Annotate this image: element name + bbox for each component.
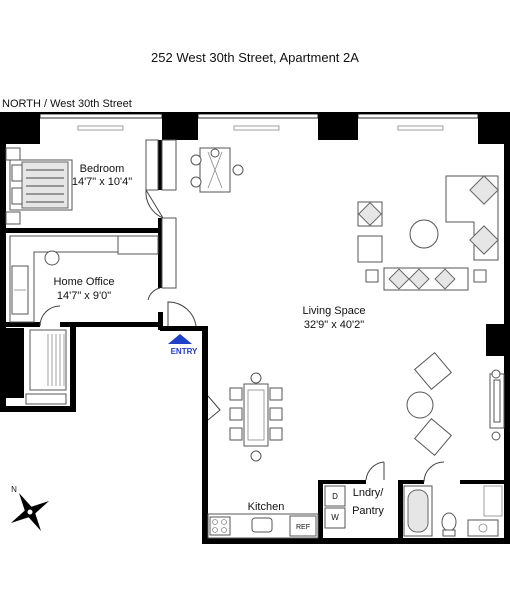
entry-door [147, 287, 197, 344]
dining-table [207, 372, 283, 462]
washer-label: W [331, 513, 339, 522]
windows [39, 113, 479, 131]
office-furniture [9, 235, 159, 405]
compass-icon [10, 492, 50, 532]
plan-title: 252 West 30th Street, Apartment 2A [151, 50, 359, 65]
bedroom-name: Bedroom [80, 163, 125, 175]
office-name: Home Office [54, 276, 115, 288]
entry-arrow-icon [168, 334, 192, 344]
living-name: Living Space [303, 305, 366, 317]
dining-top [161, 139, 244, 289]
kitchen-fixtures [207, 513, 319, 539]
bedroom-furniture [5, 139, 164, 225]
entry-label: ENTRY [171, 347, 198, 356]
living-size: 32'9" x 40'2" [304, 319, 364, 331]
living-lounge [406, 351, 505, 457]
laundry-bath [324, 461, 503, 537]
interior-walls [0, 140, 506, 540]
laundry-label-line1: Lndry/ [353, 487, 385, 499]
exterior-walls [0, 112, 510, 544]
kitchen-name: Kitchen [248, 501, 285, 513]
ref-label: REF [296, 524, 310, 531]
compass-north-label: N [11, 485, 17, 494]
bedroom-size: 14'7" x 10'4" [72, 176, 132, 188]
north-street-label: NORTH / West 30th Street [2, 98, 132, 110]
living-seating [357, 175, 499, 291]
dryer-label: D [332, 492, 338, 501]
office-size: 14'7" x 9'0" [57, 290, 111, 302]
laundry-label-line2: Pantry [352, 505, 384, 517]
